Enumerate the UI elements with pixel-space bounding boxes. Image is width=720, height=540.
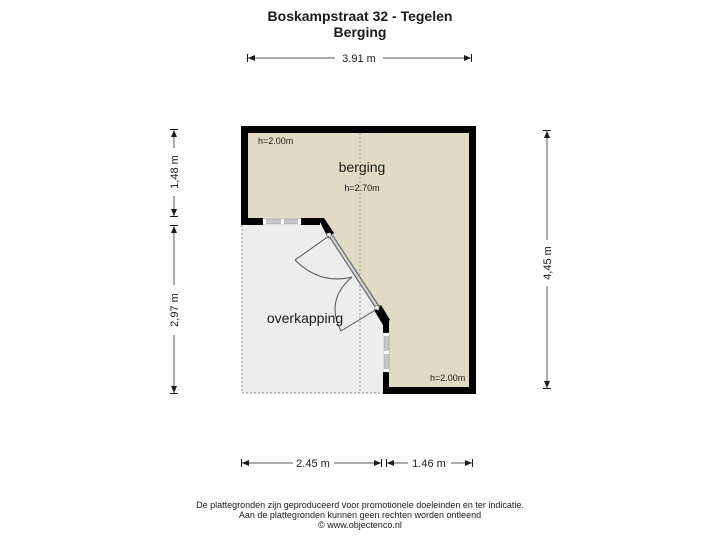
- disclaimer-line-2: Aan de plattegronden kunnen geen rechten…: [238, 510, 482, 520]
- double-door: [294, 232, 381, 332]
- dimension-right: 4,45 m: [542, 130, 554, 389]
- dimension-bottom-left: 2.45 m: [241, 458, 382, 470]
- dimension-top: 3.91 m: [247, 53, 472, 65]
- svg-text:1,48 m: 1,48 m: [169, 155, 181, 189]
- room-overkapping: [241, 225, 383, 394]
- room-berging: [248, 133, 469, 387]
- svg-text:4,45 m: 4,45 m: [542, 246, 554, 280]
- dimension-left-lower: 2,97 m: [169, 225, 181, 394]
- height-mark-bottom-right: h=2.00m: [430, 373, 465, 383]
- svg-text:2,97 m: 2,97 m: [169, 293, 181, 327]
- dimension-bottom-right: 1.46 m: [386, 458, 473, 470]
- room-label-overkapping: overkapping: [267, 310, 343, 326]
- plan-title-address: Boskampstraat 32 - Tegelen: [267, 8, 453, 24]
- window-right: [383, 332, 390, 373]
- dimension-left-upper: 1,48 m: [169, 129, 181, 217]
- height-label-berging: h=2.70m: [344, 183, 379, 193]
- svg-text:2.45 m: 2.45 m: [296, 458, 330, 470]
- height-mark-top-left: h=2.00m: [258, 136, 293, 146]
- svg-text:3.91 m: 3.91 m: [342, 53, 376, 65]
- svg-text:1.46 m: 1.46 m: [412, 458, 446, 470]
- window-top: [262, 218, 302, 225]
- disclaimer-line-1: De plattegronden zijn geproduceerd voor …: [196, 500, 524, 510]
- plan-title-floor: Berging: [333, 24, 387, 40]
- copyright-line: © www.objectenco.nl: [318, 520, 402, 530]
- room-label-berging: berging: [339, 159, 386, 175]
